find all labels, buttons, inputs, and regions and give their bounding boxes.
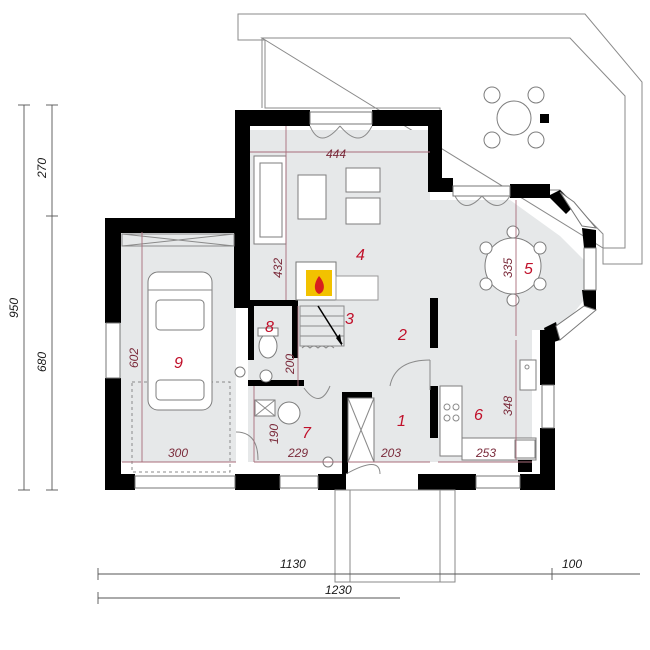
- doors: [235, 125, 511, 475]
- room-number-3: 3: [345, 311, 354, 328]
- windows: [105, 111, 598, 489]
- dim-348: 348: [501, 396, 515, 416]
- dim-300: 300: [168, 446, 188, 460]
- hall-wardrobe: [347, 397, 375, 463]
- dim-203: 203: [380, 446, 401, 460]
- floor-areas: [120, 130, 584, 462]
- fireplace-icon: [295, 261, 379, 301]
- room-number-5: 5: [524, 261, 533, 278]
- dim-200: 200: [283, 354, 297, 375]
- dim-444: 444: [326, 147, 346, 161]
- entrance-porch: [334, 489, 456, 583]
- dim-253: 253: [475, 446, 496, 460]
- dim-950: 950: [7, 298, 21, 318]
- dim-229: 229: [287, 446, 308, 460]
- dim-270: 270: [35, 158, 49, 179]
- dim-1230: 1230: [325, 583, 352, 597]
- dim-335: 335: [501, 258, 515, 278]
- room-number-6: 6: [474, 407, 483, 424]
- terrace-table-set: [483, 86, 549, 149]
- dim-100: 100: [562, 557, 582, 571]
- room-number-7: 7: [302, 425, 312, 442]
- dim-1130: 1130: [280, 557, 306, 571]
- dim-602: 602: [127, 348, 141, 368]
- kitchen-units: [439, 359, 537, 472]
- car-icon: [147, 271, 213, 411]
- dim-432: 432: [271, 258, 285, 278]
- stairs: [299, 305, 345, 349]
- living-furniture: [253, 155, 381, 245]
- room-number-1: 1: [397, 413, 406, 430]
- room-number-4: 4: [356, 247, 365, 264]
- walls: [105, 110, 596, 490]
- room-number-2: 2: [397, 327, 407, 344]
- interior-dimension-lines: [122, 126, 532, 463]
- room-number-9: 9: [174, 355, 183, 372]
- room-number-8: 8: [265, 319, 274, 336]
- dim-680: 680: [35, 352, 49, 372]
- dim-190: 190: [267, 424, 281, 444]
- dining-table: [479, 225, 547, 307]
- exterior-dimension-lines: [18, 104, 640, 604]
